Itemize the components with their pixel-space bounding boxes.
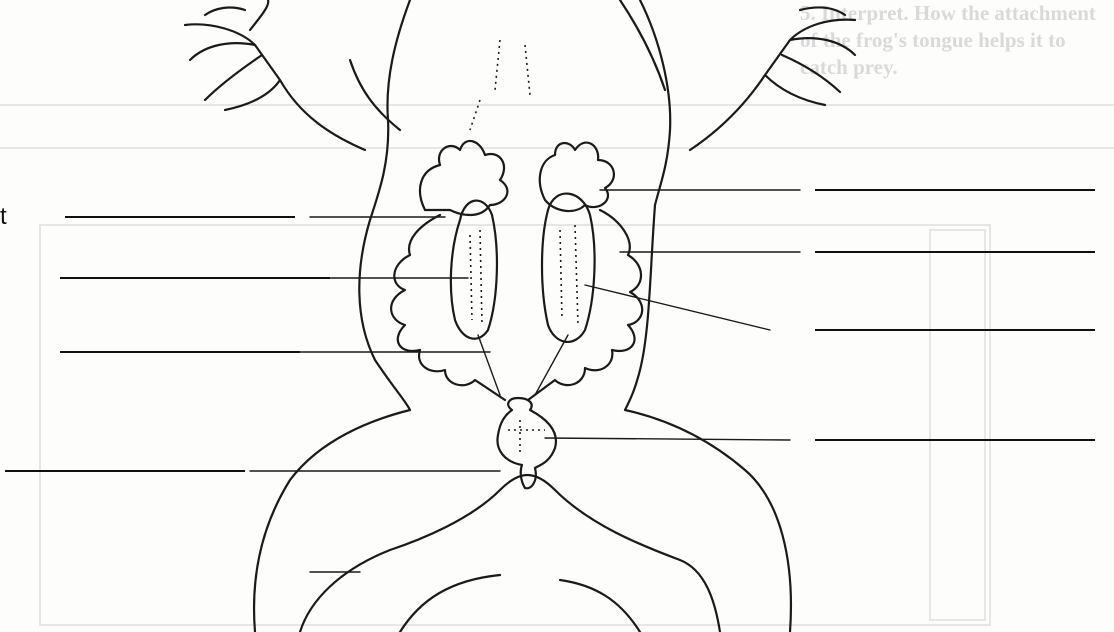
left-forelimb <box>185 0 400 150</box>
left-oviduct <box>391 215 505 400</box>
answer-blanks-left <box>5 217 330 471</box>
body-dotted-lines <box>470 40 530 130</box>
ureters <box>478 335 568 395</box>
bleed-through-shapes <box>0 105 1114 625</box>
left-kidney-detail <box>470 230 482 325</box>
right-kidney-detail <box>560 225 578 325</box>
right-kidney <box>542 194 595 342</box>
hind-limbs <box>300 475 720 632</box>
cloaca-detail <box>508 420 545 455</box>
left-kidney <box>451 201 497 339</box>
right-fat-body <box>540 143 614 211</box>
answer-blanks-right <box>815 190 1095 440</box>
leader-lines <box>250 190 800 572</box>
left-fat-body <box>420 141 507 215</box>
right-forelimb <box>620 0 855 150</box>
